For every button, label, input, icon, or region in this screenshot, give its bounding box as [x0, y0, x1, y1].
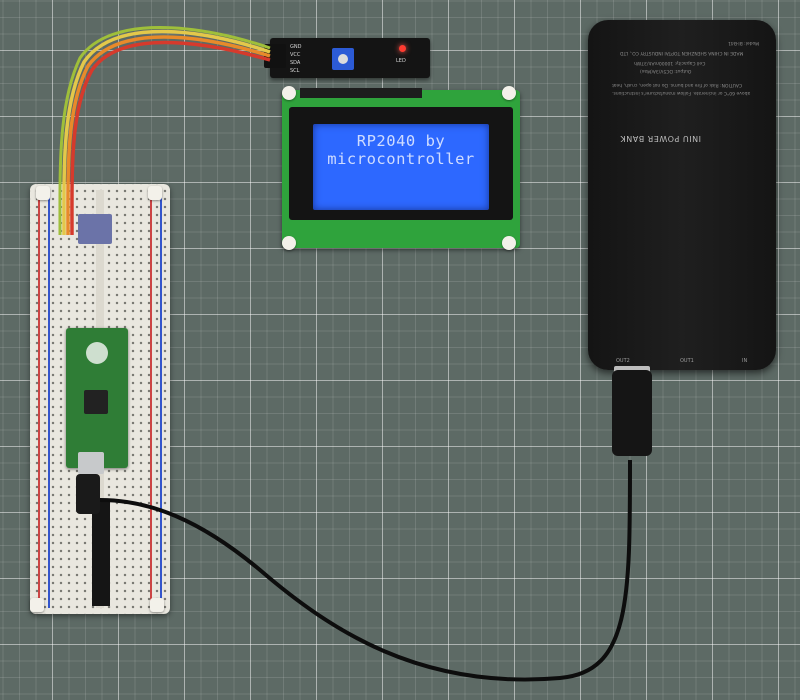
- contrast-potentiometer: [332, 48, 354, 70]
- usb-plug: [76, 474, 100, 514]
- led-label: LED: [396, 58, 406, 64]
- usb-plug: [612, 370, 652, 456]
- lcd-line-2: microcontroller: [327, 150, 475, 168]
- port-label-out2: OUT2: [616, 358, 630, 364]
- breadboard-mount: [150, 598, 164, 612]
- jumper-wire-green: [58, 26, 271, 236]
- power-rail-red: [38, 190, 40, 608]
- pico-usb-port: [78, 452, 104, 474]
- raspberry-pi-pico: [66, 328, 128, 468]
- i2c-pin-label: SDA: [290, 60, 301, 66]
- i2c-pin-label: VCC: [290, 52, 301, 58]
- lcd-display: RP2040 by microcontroller: [313, 124, 489, 210]
- jumper-wire-yellow: [62, 29, 271, 236]
- i2c-pin-label: SCL: [290, 68, 300, 74]
- lcd-standoff: [282, 236, 296, 250]
- lcd-standoff: [502, 86, 516, 100]
- port-label-in: IN: [742, 358, 748, 364]
- jumper-wire-red: [70, 40, 271, 236]
- power-led: [399, 45, 406, 52]
- usb-cable: [99, 459, 632, 682]
- breadboard-mount: [148, 186, 162, 200]
- pin-header: [92, 500, 110, 606]
- power-rail-blue: [160, 190, 162, 608]
- raspberry-logo-icon: [86, 342, 108, 364]
- power-bank: [588, 20, 776, 370]
- lcd-pin-header: [300, 88, 422, 98]
- power-rail-red: [150, 190, 152, 608]
- lcd-standoff: [282, 86, 296, 100]
- jumper-wire-orange: [66, 35, 271, 236]
- rp2040-chip: [84, 390, 108, 414]
- port-label-out1: OUT1: [680, 358, 694, 364]
- power-rail-blue: [48, 190, 50, 608]
- lcd-line-1: RP2040 by: [356, 132, 446, 150]
- i2c-pin-label: GND: [290, 44, 302, 50]
- sensor-module: [78, 214, 112, 244]
- breadboard-mount: [36, 186, 50, 200]
- lcd-standoff: [502, 236, 516, 250]
- breadboard-mount: [30, 598, 44, 612]
